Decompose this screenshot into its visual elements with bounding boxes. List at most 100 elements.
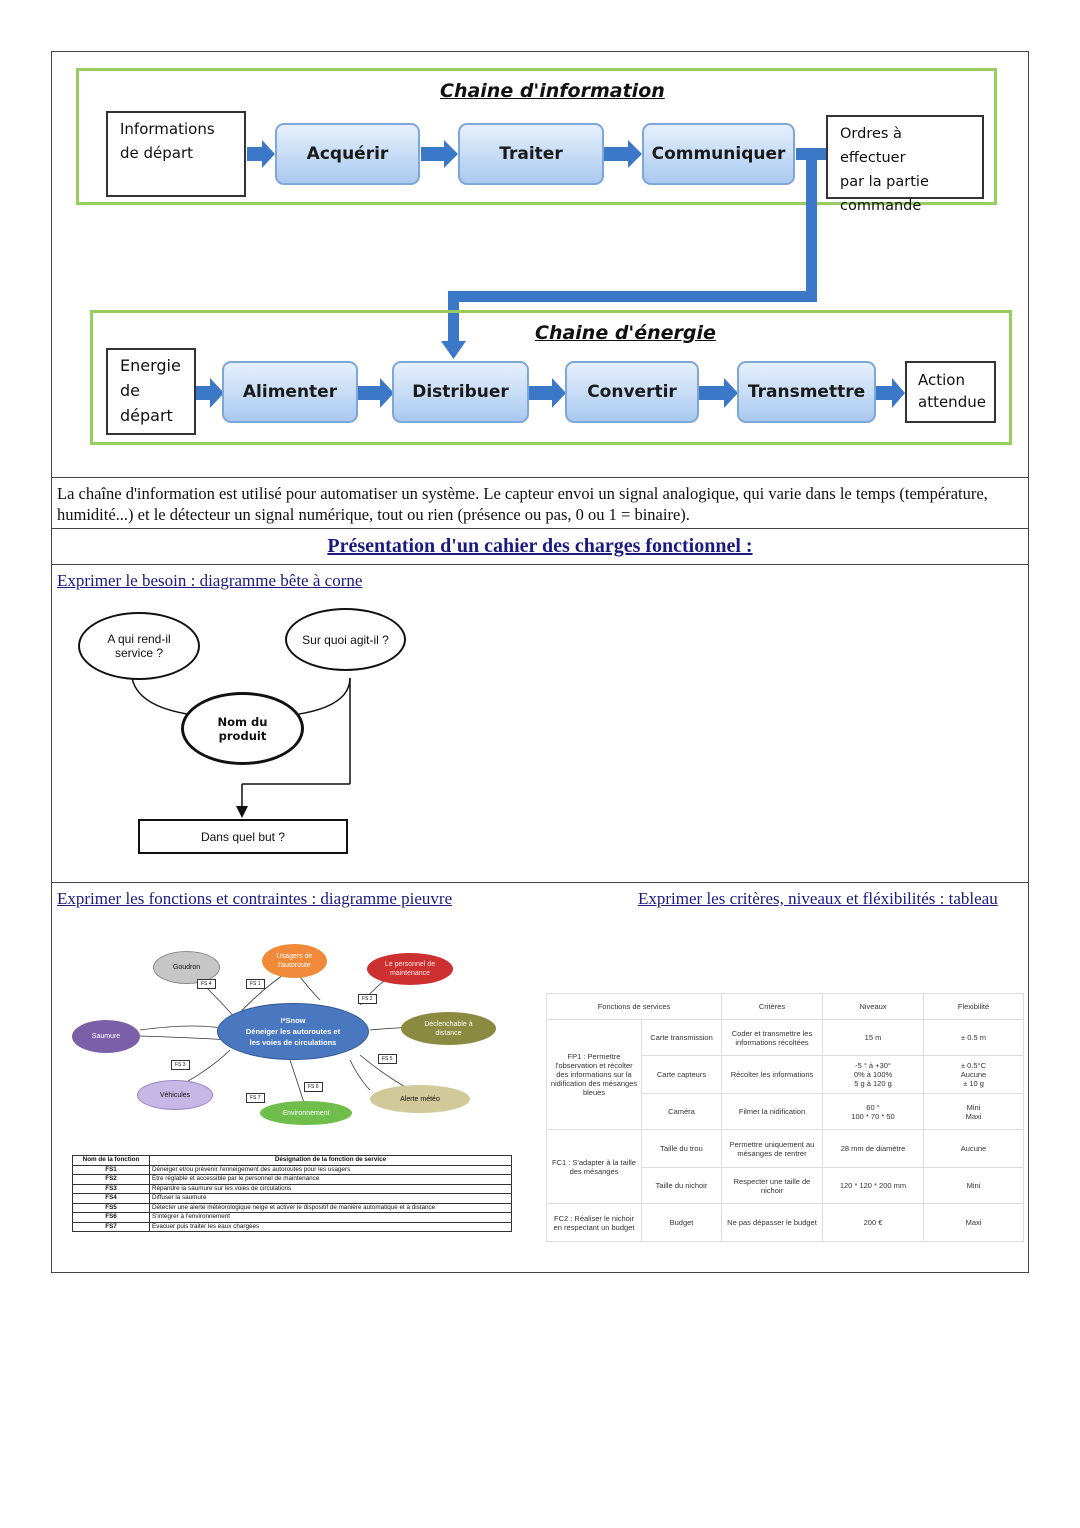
connector xyxy=(448,291,459,343)
table-cell: Etre réglable et accessible par le perso… xyxy=(149,1174,512,1185)
node-line: distance xyxy=(435,1029,462,1037)
table-row: FP1 : Permettre l'observation et récolte… xyxy=(546,1019,1024,1130)
table-row: Caméra Filmer la nidification 60 ° 100 *… xyxy=(547,1093,1024,1130)
node-line: I*Snow xyxy=(280,1016,306,1025)
step-traiter: Traiter xyxy=(458,123,604,185)
table-cell: Maxi xyxy=(923,1203,1024,1242)
document-frame xyxy=(51,51,1029,1273)
table-header: Flexibilité xyxy=(923,993,1024,1020)
node-line: Déclenchable à xyxy=(424,1020,473,1028)
arrow-right-icon xyxy=(358,378,394,408)
table-cell: Aucune xyxy=(923,1129,1024,1168)
table-row: Taille du nichoir Respecter une taille d… xyxy=(547,1167,1024,1204)
fs-table: Nom de la fonction Désignation de la fon… xyxy=(72,1155,512,1232)
tag-fs7: FS 7 xyxy=(246,1093,265,1103)
node-goudron: Goudron xyxy=(153,951,220,984)
step-communiquer: Communiquer xyxy=(642,123,795,185)
node-line: Le personnel de xyxy=(384,961,436,968)
energy-output-box: Action attendue xyxy=(905,361,996,423)
divider xyxy=(51,477,1029,478)
node-line: les voies de circulations xyxy=(249,1038,337,1047)
arrow-right-icon xyxy=(196,378,224,408)
table-cell: FS6 xyxy=(72,1212,150,1223)
description-paragraph: La chaîne d'information est utilisé pour… xyxy=(57,484,988,524)
energy-chain-title: Chaine d'énergie xyxy=(535,322,716,344)
table-cell: Carte capteurs xyxy=(641,1055,722,1094)
box-line: départ xyxy=(120,406,173,425)
energy-input-box: Energie de départ xyxy=(106,348,196,435)
table-cell: ± 0.5 m xyxy=(923,1019,1024,1056)
table-cell: FC1 : S'adapter à la taille des mésanges xyxy=(546,1129,642,1204)
information-input-box: Informations de départ xyxy=(106,111,246,197)
node-line: Usagers de xyxy=(276,953,313,960)
table-header: Fonctions de services xyxy=(546,993,722,1020)
arrow-right-icon xyxy=(698,378,738,408)
table-cell: 15 m xyxy=(822,1019,924,1056)
link-line xyxy=(289,1059,306,1107)
table-cell: Mini Maxi xyxy=(923,1093,1024,1130)
table-cell: Mini xyxy=(923,1167,1024,1204)
arrow-right-icon xyxy=(875,378,905,408)
table-row: FC2 : Réaliser le nichoir en respectant … xyxy=(546,1203,1024,1242)
arrow-right-icon xyxy=(421,140,458,168)
table-cell: Ne pas dépasser le budget xyxy=(721,1203,823,1242)
table-cell: 28 mm de diamètre xyxy=(822,1129,924,1168)
table-cell: Diffuser la saumure xyxy=(149,1193,512,1204)
box-line: par la partie xyxy=(840,174,929,190)
table-cell: S'intégrer à l'environnement xyxy=(149,1212,512,1223)
table-cell: FP1 : Permettre l'observation et récolte… xyxy=(546,1019,642,1130)
node-line: Déneiger les autoroutes et xyxy=(245,1027,341,1036)
step-alimenter: Alimenter xyxy=(222,361,358,423)
node-alerte: Alerte météo xyxy=(370,1085,470,1113)
table-row: FC1 : S'adapter à la taille des mésanges… xyxy=(546,1129,1024,1204)
arrow-down-icon xyxy=(236,806,248,818)
section-criteres-title: Exprimer les critères, niveaux et fléxib… xyxy=(638,889,998,908)
table-header-row: Nom de la fonction Désignation de la fon… xyxy=(72,1155,512,1166)
table-cell: Carte transmission xyxy=(641,1019,722,1056)
node-line: l'autoroute xyxy=(278,962,311,969)
arrow-right-icon xyxy=(604,140,642,168)
link-line xyxy=(349,1059,371,1091)
main-title: Présentation d'un cahier des charges fon… xyxy=(327,535,753,557)
step-transmettre: Transmettre xyxy=(737,361,876,423)
box-line: Energie xyxy=(120,356,181,375)
divider xyxy=(51,528,1029,529)
divider xyxy=(51,564,1029,565)
arrow-down-icon xyxy=(441,341,466,359)
table-cell: 120 * 120 * 200 mm xyxy=(822,1167,924,1204)
box-line: Informations xyxy=(120,120,215,138)
table-cell: Récolter les informations xyxy=(721,1055,823,1094)
table-header: Critères xyxy=(721,993,823,1020)
table-cell: Taille du nichoir xyxy=(641,1167,722,1204)
step-convertir: Convertir xyxy=(565,361,699,423)
table-cell: FC2 : Réaliser le nichoir en respectant … xyxy=(546,1203,642,1242)
table-header-row: Fonctions de services Critères Niveaux F… xyxy=(546,993,1024,1020)
table-cell: FS2 xyxy=(72,1174,150,1185)
table-cell: FS5 xyxy=(72,1202,150,1213)
connector xyxy=(448,291,817,302)
box-line: commande xyxy=(840,198,922,214)
arrow-right-icon xyxy=(247,140,275,168)
table-cell: Coder et transmettre les informations ré… xyxy=(721,1019,823,1056)
table-cell: Evacuer puis traiter les eaux chargées xyxy=(149,1221,512,1232)
node-vehicules: Véhicules xyxy=(137,1080,213,1110)
table-header: Nom de la fonction xyxy=(72,1155,150,1166)
section-pieuvre-title: Exprimer les fonctions et contraintes : … xyxy=(57,889,453,908)
table-cell: -5 ° à +30° 0% à 100% 5 g à 120 g xyxy=(822,1055,924,1094)
information-chain xyxy=(76,68,997,205)
table-cell: Déneiger et/ou prévenir l'enneigement de… xyxy=(149,1164,512,1175)
table-cell: 200 € xyxy=(822,1203,924,1242)
question-sur-quoi: Sur quoi agit-il ? xyxy=(285,608,406,671)
table-cell: Taille du trou xyxy=(641,1129,722,1168)
step-acquerir: Acquérir xyxy=(275,123,420,185)
connector xyxy=(806,148,817,302)
